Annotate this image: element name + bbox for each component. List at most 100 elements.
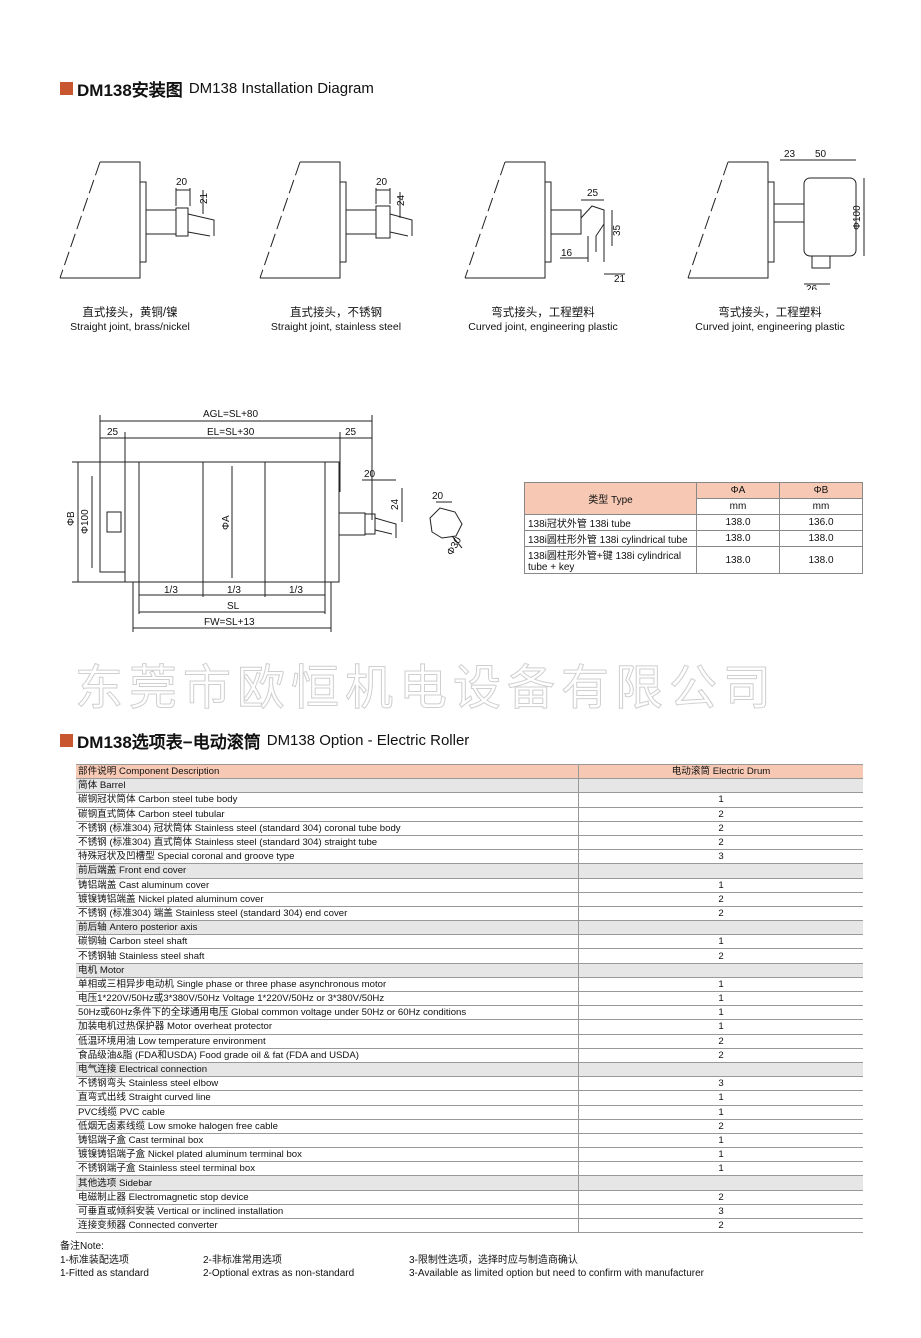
type-phi-a: 138.0 bbox=[696, 514, 780, 531]
option-description: 特殊冠状及凹槽型 Special coronal and groove type bbox=[76, 849, 579, 865]
header-description: 部件说明 Component Description bbox=[76, 763, 579, 780]
option-value: 1 bbox=[578, 1019, 863, 1035]
dim-20: 20 bbox=[364, 469, 376, 480]
table-group-row: 简体 Barrel bbox=[76, 778, 863, 794]
dim-third-1: 1/3 bbox=[164, 585, 178, 596]
section-title-installation: DM138安装图 DM138 Installation Diagram bbox=[60, 76, 374, 101]
option-description: 镀镍铸铝端子盒 Nickel plated aluminum terminal … bbox=[76, 1147, 579, 1163]
option-description: 50Hz或60Hz条件下的全球通用电压 Global common voltag… bbox=[76, 1005, 579, 1021]
option-description: 食品级油&脂 (FDA和USDA) Food grade oil & fat (… bbox=[76, 1048, 579, 1063]
option-value bbox=[578, 963, 863, 978]
joint-caption-4: 弯式接头，工程塑料 Curved joint, engineering plas… bbox=[692, 306, 848, 334]
option-description: 不锈钢 (标准304) 直式筒体 Stainless steel (standa… bbox=[76, 835, 579, 851]
note-3-zh: 3-限制性选项，选择时应与制造商确认 bbox=[409, 1254, 578, 1266]
table-row: 电压1*220V/50Hz或3*380V/50Hz Voltage 1*220V… bbox=[76, 991, 863, 1007]
option-description: PVC线缆 PVC cable bbox=[76, 1105, 579, 1120]
option-value: 2 bbox=[578, 835, 863, 851]
option-description: 直弯式出线 Straight curved line bbox=[76, 1090, 579, 1106]
dim-third-3: 1/3 bbox=[289, 585, 303, 596]
title-marker bbox=[60, 734, 73, 747]
joint-caption-1: 直式接头，黄铜/镍 Straight joint, brass/nickel bbox=[60, 306, 200, 334]
table-row: 不锈钢 (标准304) 直式筒体 Stainless steel (standa… bbox=[76, 835, 863, 851]
option-description: 铸铝端盖 Cast aluminum cover bbox=[76, 878, 579, 893]
title-marker bbox=[60, 82, 73, 95]
title-zh: DM138选项表−电动滚筒 bbox=[77, 733, 261, 752]
option-value: 2 bbox=[578, 1048, 863, 1063]
table-row: 可垂直或倾斜安装 Vertical or inclined installati… bbox=[76, 1204, 863, 1220]
option-value: 1 bbox=[578, 1005, 863, 1021]
option-description: 低温环境用油 Low temperature environment bbox=[76, 1034, 579, 1049]
dim-sl: SL bbox=[227, 601, 240, 612]
option-value bbox=[578, 920, 863, 936]
table-group-row: 其他选项 Sidebar bbox=[76, 1175, 863, 1191]
joint-drawing-2 bbox=[259, 161, 413, 279]
table-group-row: 电气连接 Electrical connection bbox=[76, 1062, 863, 1078]
dim-agl: AGL=SL+80 bbox=[203, 409, 258, 420]
option-description: 不锈钢端子盒 Stainless steel terminal box bbox=[76, 1161, 579, 1177]
caption-zh: 直式接头，黄铜/镍 bbox=[82, 307, 178, 319]
option-value bbox=[578, 863, 863, 879]
option-value: 2 bbox=[578, 1034, 863, 1049]
option-description: 连接变频器 Connected converter bbox=[76, 1218, 579, 1234]
j3-dim-bottom: 21 bbox=[614, 274, 626, 285]
dim-right-25: 25 bbox=[345, 427, 357, 438]
notes: 备注Note: 1-标准装配选项 2-非标准常用选项 3-限制性选项，选择时应与… bbox=[60, 1240, 704, 1281]
table-group-row: 前后端盖 Front end cover bbox=[76, 863, 863, 879]
j2-dim-width: 20 bbox=[376, 177, 388, 188]
option-description: 不锈钢 (标准304) 端盖 Stainless steel (standard… bbox=[76, 906, 579, 922]
option-value: 1 bbox=[578, 792, 863, 808]
title-en: DM138 Installation Diagram bbox=[188, 80, 374, 97]
caption-en: Curved joint, engineering plastic bbox=[695, 321, 845, 333]
caption-en: Curved joint, engineering plastic bbox=[468, 321, 618, 333]
j4-dim-23: 23 bbox=[784, 149, 796, 160]
title-zh: DM138安装图 bbox=[77, 81, 183, 100]
caption-zh: 弯式接头，工程塑料 bbox=[491, 307, 595, 319]
detail-dim-phi30: Φ30 bbox=[445, 535, 464, 557]
option-value: 1 bbox=[578, 1133, 863, 1149]
option-value: 1 bbox=[578, 934, 863, 950]
option-description: 前后轴 Antero posterior axis bbox=[76, 920, 579, 936]
table-row: 不锈钢 (标准304) 冠状筒体 Stainless steel (standa… bbox=[76, 821, 863, 836]
dim-el: EL=SL+30 bbox=[207, 427, 255, 438]
option-value: 1 bbox=[578, 977, 863, 993]
table-row: 不锈钢 (标准304) 端盖 Stainless steel (standard… bbox=[76, 906, 863, 922]
table-row: 138i圆柱形外管 138i cylindrical tube 138.0 13… bbox=[524, 530, 863, 547]
table-row: 镀镍铸铝端子盒 Nickel plated aluminum terminal … bbox=[76, 1147, 863, 1163]
j4-dim-50: 50 bbox=[815, 149, 827, 160]
joint-drawing-1 bbox=[59, 161, 215, 279]
option-value: 1 bbox=[578, 1147, 863, 1163]
option-value: 1 bbox=[578, 1161, 863, 1177]
unit-a: mm bbox=[696, 498, 780, 515]
table-group-row: 前后轴 Antero posterior axis bbox=[76, 920, 863, 936]
table-row: 单相或三相异步电动机 Single phase or three phase a… bbox=[76, 977, 863, 993]
dim-third-2: 1/3 bbox=[227, 585, 241, 596]
option-value: 1 bbox=[578, 991, 863, 1007]
option-description: 不锈钢 (标准304) 冠状筒体 Stainless steel (standa… bbox=[76, 821, 579, 836]
option-description: 碳钢直式筒体 Carbon steel tubular bbox=[76, 807, 579, 822]
type-phi-b: 136.0 bbox=[779, 514, 863, 531]
option-description: 单相或三相异步电动机 Single phase or three phase a… bbox=[76, 977, 579, 993]
type-table: 类型 Type ΦA ΦB mm mm 138i冠状外管 138i tube 1… bbox=[524, 482, 863, 574]
note-1-zh: 1-标准装配选项 bbox=[60, 1254, 129, 1266]
note-1-en: 1-Fitted as standard bbox=[60, 1268, 149, 1279]
option-value: 2 bbox=[578, 1218, 863, 1234]
company-watermark: 东莞市欧恒机电设备有限公司 bbox=[74, 660, 778, 717]
header-phi-b: ΦB bbox=[779, 482, 863, 499]
option-description: 不锈钢轴 Stainless steel shaft bbox=[76, 948, 579, 964]
type-phi-b: 138.0 bbox=[779, 530, 863, 547]
table-row: 50Hz或60Hz条件下的全球通用电压 Global common voltag… bbox=[76, 1005, 863, 1021]
note-2-zh: 2-非标准常用选项 bbox=[203, 1254, 282, 1266]
option-description: 电压1*220V/50Hz或3*380V/50Hz Voltage 1*220V… bbox=[76, 991, 579, 1007]
title-en: DM138 Option - Electric Roller bbox=[266, 732, 470, 749]
option-description: 电机 Motor bbox=[76, 963, 579, 978]
notes-title: 备注Note: bbox=[60, 1241, 104, 1252]
option-value: 2 bbox=[578, 821, 863, 836]
